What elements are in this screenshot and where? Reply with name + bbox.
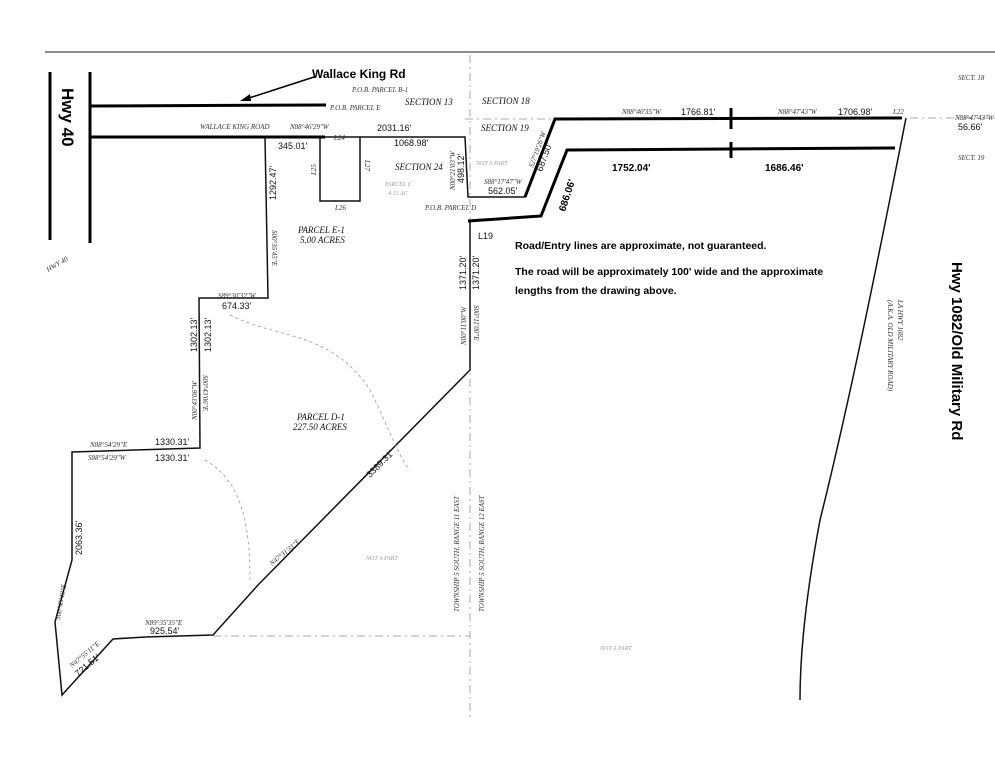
parcel-d1-name: PARCEL D-1 — [296, 412, 345, 422]
line-l25: L25 — [310, 164, 318, 176]
line-l22: L22 — [892, 108, 904, 116]
dim-1371b: 1371.20' — [471, 255, 481, 290]
section-18: SECTION 18 — [482, 96, 530, 106]
parcel-e1-area: 5.00 ACRES — [300, 235, 345, 245]
township-label-11: TOWNSHIP 5 SOUTH, RANGE 11 EAST — [453, 495, 461, 612]
l19-label: L19 — [478, 231, 493, 241]
dim-1371a: 1371.20' — [458, 255, 468, 290]
dim-1068: 1068.98' — [394, 138, 429, 148]
la-hwy-label: LA HWY 1082 — [896, 299, 904, 341]
dim-2063: 2063.36' — [74, 520, 84, 555]
road-length-1: 1752.04' — [612, 163, 651, 174]
sect-19-east: SECT. 19 — [958, 154, 985, 162]
arrow-line — [245, 76, 315, 100]
parcel-d1-boundary — [54, 136, 471, 697]
parcel-d1-area: 227.50 ACRES — [293, 422, 347, 432]
creek-line-2 — [204, 459, 251, 581]
pob-b1: P.O.B. PARCEL B-1 — [351, 86, 408, 94]
pob-d: P.O.B. PARCEL D — [424, 204, 476, 212]
bearing-498: N00°21'03"W — [449, 150, 457, 191]
hwy1082-line — [799, 117, 907, 701]
wallace-king-road-plat-label: WALLACE KING ROAD — [200, 123, 270, 131]
bearing-925: N89°35'35"E — [144, 619, 183, 627]
bearing-3389: N47°31'31"E — [267, 537, 302, 568]
creek-line — [229, 314, 411, 471]
arrow-head-icon — [240, 94, 251, 101]
dim-925: 925.54' — [150, 626, 180, 636]
hwy40-plat-label: HWY 40 — [44, 255, 70, 274]
bearing-2063: S00°45'40"E — [54, 583, 68, 621]
dim-1766: 1766.81' — [681, 107, 716, 117]
not-a-part-3: NOT A PART — [599, 646, 632, 652]
dim-562: 562.05' — [488, 186, 518, 196]
dim-1302a: 1302.13' — [189, 317, 199, 352]
section-13: SECTION 13 — [405, 97, 453, 107]
road-length-3: 686.06' — [557, 178, 578, 213]
dim-1706: 1706.98' — [838, 107, 873, 117]
bearing-1330b: S88°54'29"W — [88, 454, 127, 462]
road-length-2: 1686.46' — [765, 163, 804, 174]
parcel-e1-box — [319, 137, 361, 202]
pob-e: P.O.B. PARCEL E — [329, 104, 381, 112]
not-a-part-2: NOT A PART — [365, 556, 398, 562]
bearing-1302b: S00°43'06"E — [201, 375, 209, 412]
dim-1292: 1292.47' — [268, 165, 278, 200]
section-24: SECTION 24 — [395, 162, 443, 172]
bearing-wallace: N88°46'29"W — [289, 123, 330, 131]
bearing-1371b: S00°11'00"E — [472, 305, 480, 341]
bearing-674: S89°30'32"W — [218, 292, 257, 300]
bearing-1766: N88°40'35"W — [621, 108, 662, 116]
township-label-12: TOWNSHIP 5 SOUTH, RANGE 12 EAST — [478, 494, 486, 612]
aka-label: (A.K.A. OLD MILITARY ROAD) — [886, 300, 894, 392]
line-l26: L26 — [334, 204, 346, 212]
dim-345: 345.01' — [278, 141, 308, 151]
dim-674: 674.33' — [222, 301, 252, 311]
dim-1302b: 1302.13' — [203, 317, 213, 352]
line-l27: L27 — [363, 159, 371, 171]
hwy1082-label: Hwy 1082/Old Military Rd — [948, 262, 965, 440]
bearing-1330a: N88°54'29"E — [89, 441, 128, 449]
not-a-part-1: NOT A PART — [475, 161, 508, 167]
dim-498: 498.12' — [456, 153, 466, 183]
parcel-c-name: PARCEL C — [384, 182, 413, 188]
wallace-king-rd-label: Wallace King Rd — [312, 67, 406, 81]
bearing-1302a: N00°43'06"W — [191, 380, 199, 421]
dim-1330a: 1330.31' — [155, 437, 190, 447]
note-line-1: Road/Entry lines are approximate, not gu… — [515, 240, 767, 252]
line-l24: L24 — [333, 134, 345, 142]
dim-2031: 2031.16' — [377, 123, 412, 133]
dim-3389: 3389.31' — [364, 448, 395, 479]
note-line-2: The road will be approximately 100' wide… — [515, 266, 823, 278]
wallace-king-rd-north-edge — [89, 103, 327, 108]
parcel-e1-name: PARCEL E-1 — [297, 225, 345, 235]
dim-1330b: 1330.31' — [155, 453, 190, 463]
bearing-1292: S00°35'45"E — [270, 230, 278, 267]
section-19: SECTION 19 — [481, 123, 529, 133]
bearing-56: N88°47'43"W — [954, 114, 995, 122]
note-line-3: lengths from the drawing above. — [515, 285, 677, 297]
parcel-c-area: 4.32 AC — [388, 190, 409, 197]
dim-56: 56.66' — [958, 122, 983, 132]
bearing-1706: N88°47'43"W — [777, 108, 818, 116]
hwy40-label: Hwy 40 — [58, 88, 77, 147]
bearing-1371a: N00°11'00"W — [460, 306, 468, 346]
bearing-562: S88°17'47"W — [484, 178, 523, 186]
sect-18-east: SECT. 18 — [958, 74, 985, 82]
proposed-road-north — [523, 116, 903, 198]
